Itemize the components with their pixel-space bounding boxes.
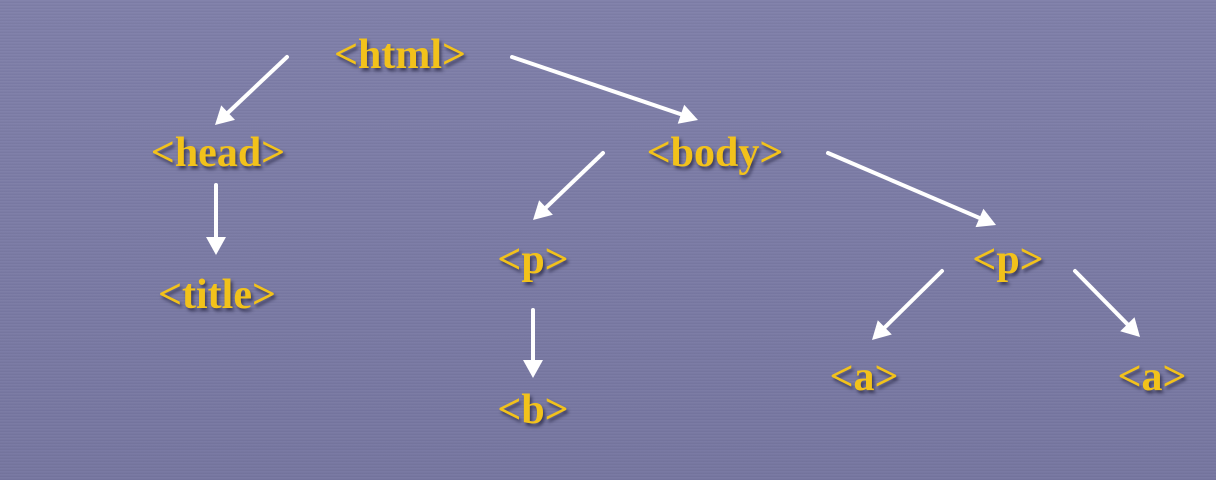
arrow-head — [975, 208, 996, 228]
node-body: <body> — [646, 130, 784, 176]
edge-body-to-p1-arrow — [533, 151, 605, 220]
arrow-head — [677, 104, 698, 124]
node-b: <b> — [497, 387, 569, 433]
arrow-shaft — [1073, 269, 1130, 327]
arrow-head — [206, 237, 226, 255]
arrow-head — [533, 200, 553, 220]
arrow-shaft — [882, 269, 944, 330]
node-a-right: <a> — [1117, 354, 1187, 400]
edge-p2-to-a2-arrow — [1073, 269, 1140, 337]
node-head: <head> — [150, 130, 286, 176]
arrow-head — [872, 320, 892, 340]
arrow-shaft — [226, 55, 289, 115]
edge-p1-to-b-arrow — [523, 308, 543, 378]
arrow-head — [1120, 317, 1140, 337]
arrow-shaft — [826, 151, 982, 220]
node-p-left: <p> — [497, 237, 569, 283]
edge-head-to-title-arrow — [206, 183, 226, 255]
node-a-left: <a> — [829, 354, 899, 400]
node-html: <html> — [334, 32, 466, 78]
arrow-head — [215, 105, 235, 125]
edge-body-to-p2-arrow — [826, 151, 996, 228]
edge-html-to-body-arrow — [510, 55, 698, 124]
arrow-shaft — [544, 151, 605, 210]
edge-html-to-head-arrow — [215, 55, 289, 125]
arrow-head — [523, 360, 543, 378]
arrow-shaft — [510, 55, 683, 117]
edge-p2-to-a1-arrow — [872, 269, 944, 340]
node-title: <title> — [158, 272, 276, 318]
node-p-right: <p> — [972, 237, 1044, 283]
